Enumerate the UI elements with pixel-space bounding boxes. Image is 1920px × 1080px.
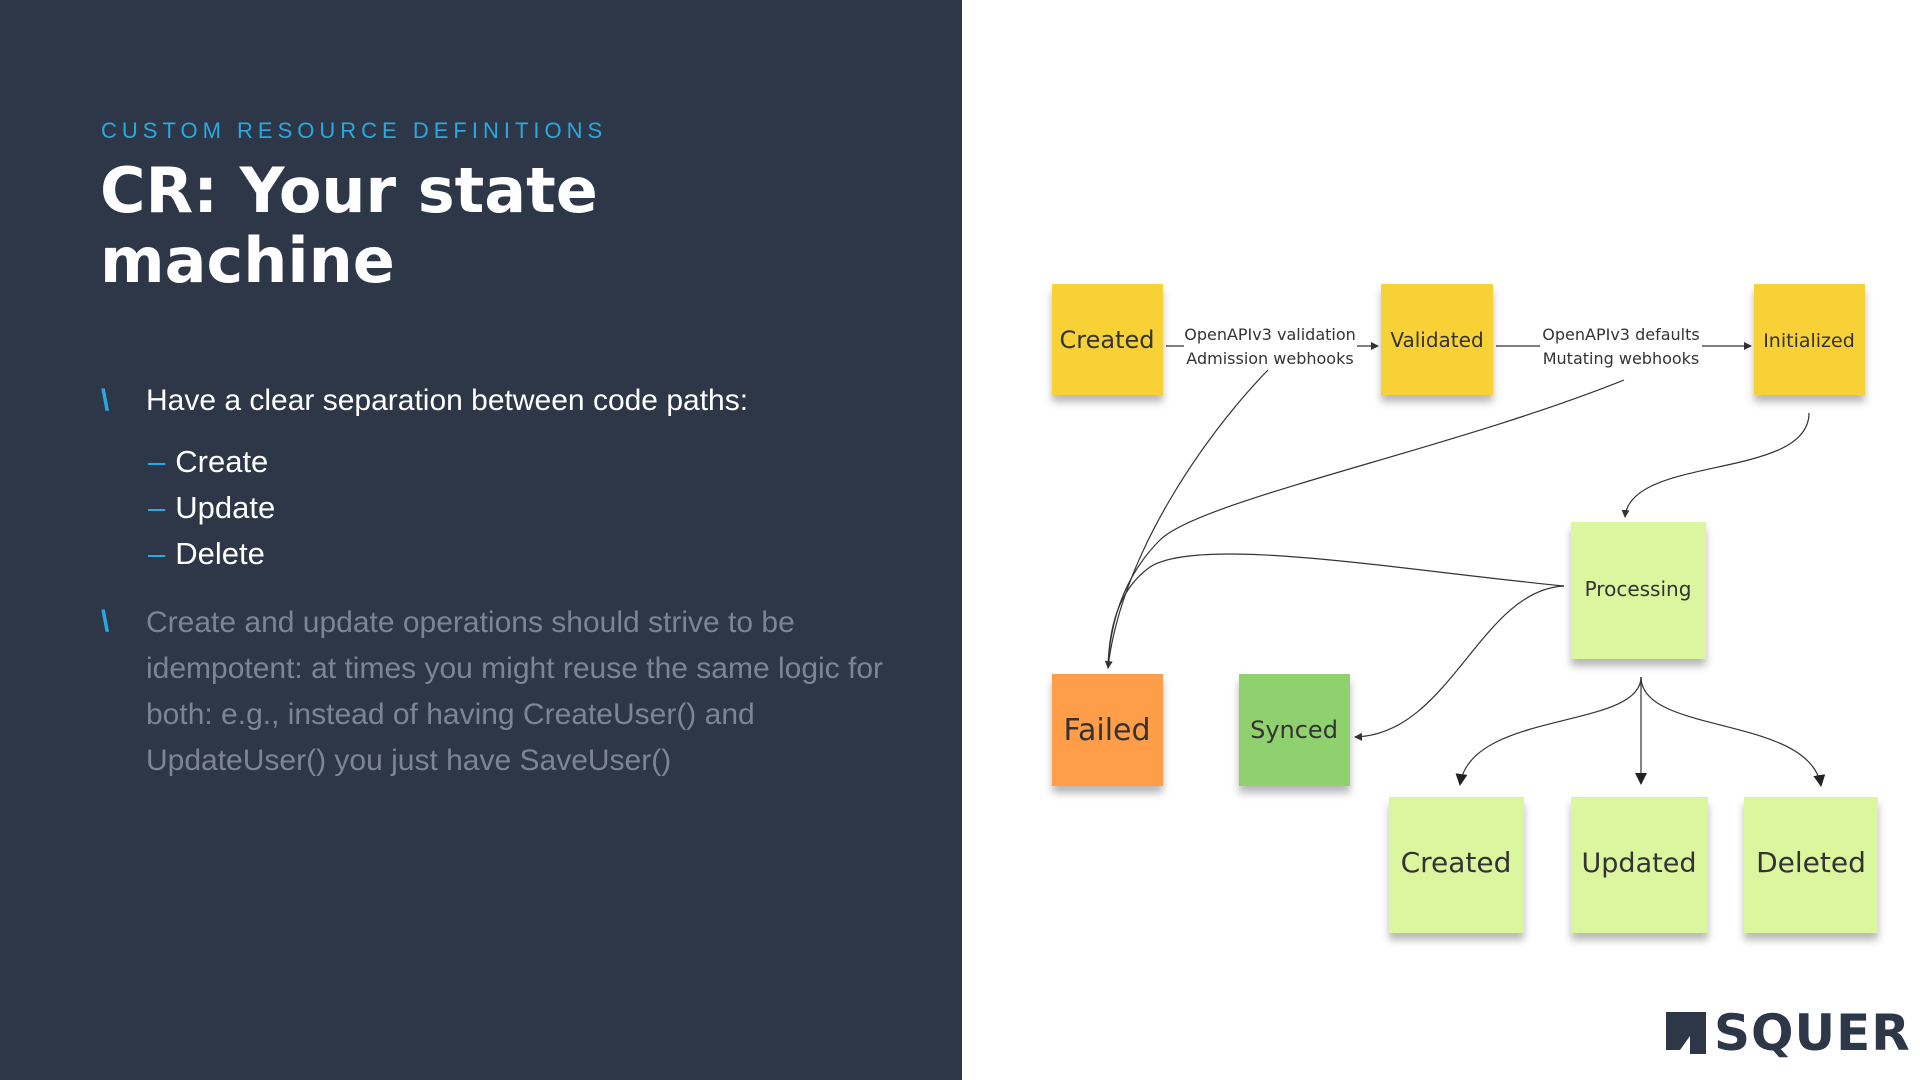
edge-validation-failed [1104,369,1269,669]
edge-defaults-failed [1107,379,1625,669]
sub-dash: – [148,444,166,479]
node-label: Created [1060,326,1155,354]
node-initialized: Initialized [1754,284,1865,395]
edge-processing-synced [1354,585,1565,741]
section-eyebrow: CUSTOM RESOURCE DEFINITIONS [101,118,608,143]
edge-processing-created [1455,676,1642,786]
slide-title: CR: Your state machine [100,154,598,297]
sub-dash: – [148,490,166,525]
node-label: Updated [1582,848,1697,879]
edge-initialized-processing [1621,412,1810,518]
sub-item-delete: –Delete [148,536,265,572]
node-label: Initialized [1763,330,1855,352]
node-label: Validated [1390,328,1483,352]
node-validated: Validated [1381,284,1493,395]
sub-item-create: –Create [148,444,268,480]
node-label: Processing [1585,577,1692,601]
diagram-edges [1104,342,1826,787]
edge-label-validation-1: OpenAPIv3 validation [1184,325,1356,344]
sub-item-label: Update [175,490,276,525]
node-updated: Updated [1571,797,1708,933]
logo-wordmark: SQUER [1714,1004,1911,1062]
node-synced: Synced [1239,674,1350,786]
node-created-top: Created [1052,284,1163,395]
sub-dash: – [148,536,166,571]
node-deleted: Deleted [1744,797,1878,933]
node-label: Created [1401,846,1512,879]
sub-item-update: –Update [148,490,275,526]
node-failed: Failed [1052,674,1163,786]
edge-processing-failed [1107,553,1565,669]
edge-label-validation-2: Admission webhooks [1186,349,1353,368]
edge-label-defaults-2: Mutating webhooks [1543,349,1700,368]
node-created-bottom: Created [1389,797,1524,933]
node-label: Synced [1250,716,1338,744]
node-processing: Processing [1571,522,1706,659]
bullet-marker: \ [101,605,110,638]
sub-item-label: Delete [175,536,265,571]
edge-label-defaults-1: OpenAPIv3 defaults [1542,325,1699,344]
sub-item-label: Create [175,444,269,479]
node-label: Deleted [1756,846,1866,879]
squer-logo: SQUER [1666,1004,1911,1062]
bullet-1-text: Have a clear separation between code pat… [146,384,749,417]
bullet-marker: \ [101,384,110,417]
edge-processing-deleted [1640,676,1826,787]
left-panel [0,0,962,1080]
bullet-2-text: Create and update operations should stri… [146,606,884,777]
squer-logo-icon [1666,1012,1706,1054]
node-label: Failed [1063,713,1150,748]
